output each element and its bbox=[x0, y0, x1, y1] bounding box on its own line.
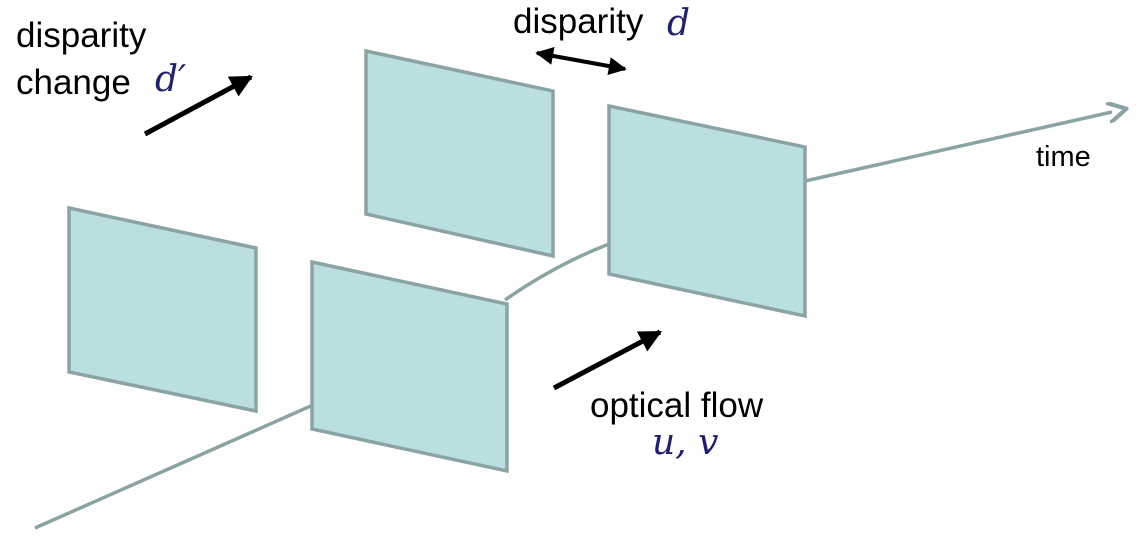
time-label: time bbox=[1036, 141, 1091, 173]
disparity-label: disparity d bbox=[513, 2, 690, 44]
time-axis-segment-front bbox=[34, 403, 314, 530]
optical-flow-symbol: u, v bbox=[652, 422, 718, 463]
disparity-symbol: d bbox=[667, 3, 690, 44]
frame-right-t0 bbox=[310, 259, 509, 474]
disparity-change-symbol: d′ bbox=[155, 59, 186, 100]
image-frames bbox=[67, 48, 807, 474]
optical-flow-label: optical flow u, v bbox=[590, 386, 764, 463]
disparity-change-line1: disparity bbox=[16, 16, 147, 55]
disparity-change-line2: change bbox=[16, 63, 131, 102]
time-axis-segment-middle bbox=[503, 242, 610, 302]
disparity-change-label: disparity change d′ bbox=[16, 16, 186, 102]
time-axis bbox=[34, 112, 1112, 530]
time-axis-segment-back bbox=[804, 112, 1112, 183]
optical-flow-text: optical flow bbox=[590, 386, 764, 425]
disparity-change-arrow-icon bbox=[143, 74, 253, 137]
frame-right-t1 bbox=[607, 103, 807, 319]
optical-flow-arrow-icon bbox=[552, 329, 662, 391]
frame-left-t1 bbox=[364, 48, 555, 259]
disparity-double-arrow-icon bbox=[535, 47, 627, 75]
frame-left-t0 bbox=[67, 205, 258, 414]
disparity-text: disparity bbox=[513, 2, 644, 41]
